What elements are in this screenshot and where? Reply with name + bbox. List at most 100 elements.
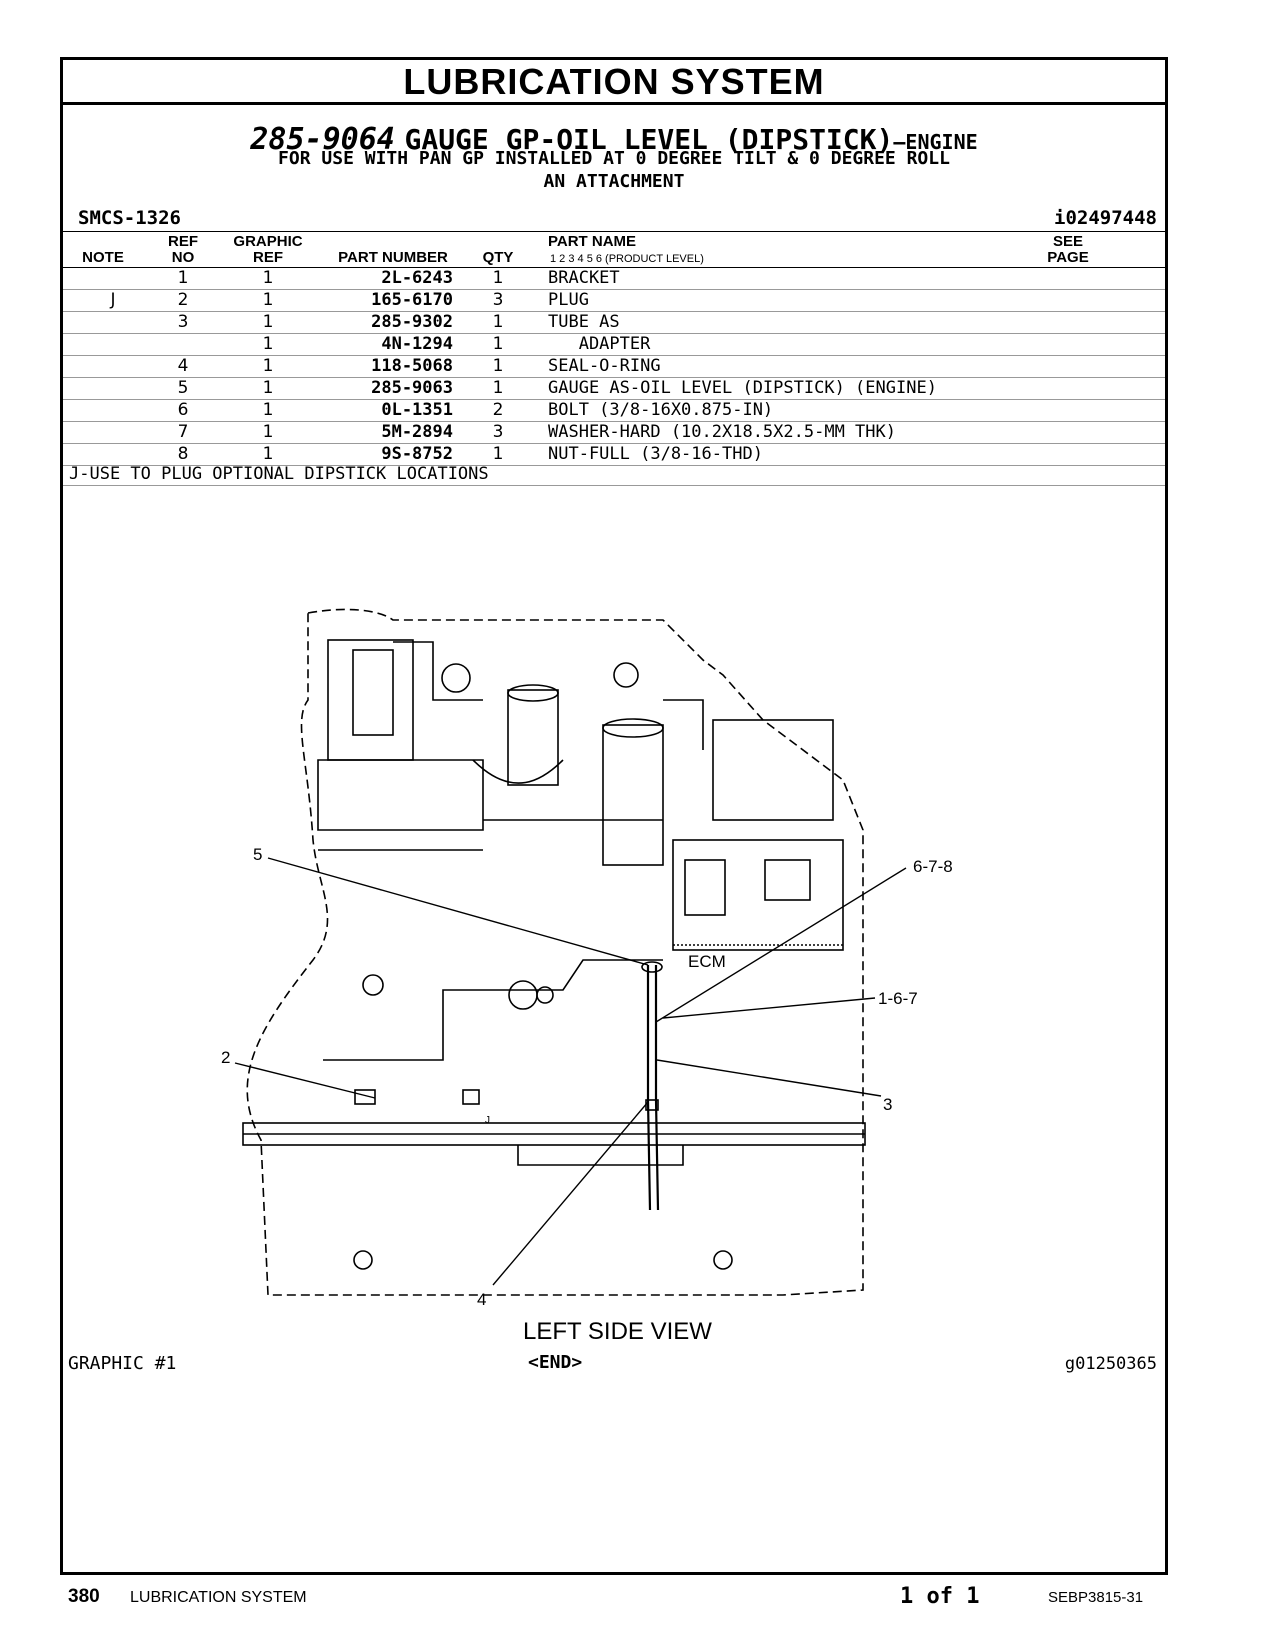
smcs-code: SMCS-1326 <box>78 207 181 229</box>
leader-3 <box>656 1059 882 1097</box>
ref-cell: 6 <box>177 400 189 420</box>
callout-1-6-7: 1-6-7 <box>878 989 918 1008</box>
table-row: 1 4N-1294 1 ADAPTER <box>63 334 1165 356</box>
qty-cell: 3 <box>492 290 504 310</box>
part-name-cell: TUBE AS <box>548 312 620 332</box>
header-rule <box>63 267 1165 268</box>
group-suffix: —ENGINE <box>893 130 978 154</box>
part-name-cell: NUT-FULL (3/8-16-THD) <box>548 444 763 464</box>
qty-cell: 1 <box>492 334 504 354</box>
part-name-cell: BOLT (3/8-16X0.875-IN) <box>548 400 774 420</box>
callout-4: 4 <box>477 1290 486 1309</box>
ref-cell: 1 <box>177 268 189 288</box>
leader-678 <box>655 867 907 1023</box>
col-note: NOTE <box>82 249 124 266</box>
callout-ecm: ECM <box>688 952 726 971</box>
part-number-cell: 165-6170 <box>371 290 453 310</box>
callout-j: J <box>485 1115 490 1126</box>
part-name-cell: ADAPTER <box>548 334 651 354</box>
ref-cell: 2 <box>177 290 189 310</box>
qty-cell: 1 <box>492 312 504 332</box>
document-frame: LUBRICATION SYSTEM 285-9064 GAUGE GP-OIL… <box>60 57 1168 1575</box>
graphic-id: g01250365 <box>1064 1354 1157 1374</box>
graphic-ref-cell: 1 <box>262 334 274 354</box>
part-number-cell: 9S-8752 <box>381 444 453 464</box>
footer-section: LUBRICATION SYSTEM <box>130 1589 307 1606</box>
graphic-ref-cell: 1 <box>262 400 274 420</box>
graphic-ref-cell: 1 <box>262 422 274 442</box>
table-row: 6 1 0L-1351 2 BOLT (3/8-16X0.875-IN) <box>63 400 1165 422</box>
graphic-ref-cell: 1 <box>262 378 274 398</box>
part-number-cell: 0L-1351 <box>381 400 453 420</box>
part-name-cell: SEAL-O-RING <box>548 356 661 376</box>
group-part-number: 285-9064 <box>250 122 395 157</box>
product-levels: 1 2 3 4 5 6 (PRODUCT LEVEL) <box>550 253 704 265</box>
table-row: 1 1 2L-6243 1 BRACKET <box>63 268 1165 290</box>
qty-cell: 1 <box>492 268 504 288</box>
graphic-ref-cell: 1 <box>262 444 274 464</box>
callout-2: 2 <box>221 1048 230 1067</box>
section-title: LUBRICATION SYSTEM <box>63 60 1165 105</box>
qty-cell: 2 <box>492 400 504 420</box>
graphic-ref-cell: 1 <box>262 356 274 376</box>
part-name-cell: GAUGE AS-OIL LEVEL (DIPSTICK) (ENGINE) <box>548 378 937 398</box>
callout-5: 5 <box>253 845 262 864</box>
view-label: LEFT SIDE VIEW <box>523 1318 712 1345</box>
footnote-rule <box>63 485 1165 486</box>
qty-cell: 3 <box>492 422 504 442</box>
leader-5 <box>267 857 649 966</box>
col-part-name: PART NAME <box>548 233 637 250</box>
footnote: J-USE TO PLUG OPTIONAL DIPSTICK LOCATION… <box>69 464 489 484</box>
footer-page-number: 380 <box>68 1586 100 1607</box>
group-title: 285-9064 GAUGE GP-OIL LEVEL (DIPSTICK)—E… <box>63 122 1165 157</box>
table-row: 8 1 9S-8752 1 NUT-FULL (3/8-16-THD) <box>63 444 1165 466</box>
attachment-note: AN ATTACHMENT <box>543 171 685 192</box>
ref-cell: 3 <box>177 312 189 332</box>
document-id: i02497448 <box>1054 207 1157 229</box>
ref-cell: 4 <box>177 356 189 376</box>
col-part-number: PART NUMBER <box>338 249 448 266</box>
end-marker: <END> <box>528 1352 583 1373</box>
engine-outline <box>246 608 864 1296</box>
part-number-cell: 5M-2894 <box>381 422 453 442</box>
part-name-cell: WASHER-HARD (10.2X18.5X2.5-MM THK) <box>548 422 896 442</box>
part-number-cell: 285-9302 <box>371 312 453 332</box>
footer-doc-number: SEBP3815-31 <box>1048 1589 1144 1606</box>
part-number-cell: 4N-1294 <box>381 334 453 354</box>
footer-page-count: 1 of 1 <box>900 1584 980 1609</box>
table-row: 4 1 118-5068 1 SEAL-O-RING <box>63 356 1165 378</box>
table-row: 3 1 285-9302 1 TUBE AS <box>63 312 1165 334</box>
leader-167 <box>662 997 876 1019</box>
table-top-rule <box>63 231 1165 232</box>
engine-illustration: 5 6-7-8 ECM 1-6-7 2 3 4 J <box>221 608 953 1309</box>
part-number-cell: 118-5068 <box>371 356 453 376</box>
leader-2 <box>234 1062 376 1099</box>
table-row: 5 1 285-9063 1 GAUGE AS-OIL LEVEL (DIPSTICK)… <box>63 378 1165 400</box>
graphic-ref-cell: 1 <box>262 290 274 310</box>
table-row: 7 1 5M-2894 3 WASHER-HARD (10.2X18.5X2.5-MM … <box>63 422 1165 444</box>
ref-cell: 7 <box>177 422 189 442</box>
qty-cell: 1 <box>492 378 504 398</box>
part-name-cell: BRACKET <box>548 268 620 288</box>
group-part-name: GAUGE GP-OIL LEVEL (DIPSTICK) <box>404 123 894 156</box>
graphic-label: GRAPHIC #1 <box>68 1353 177 1374</box>
qty-cell: 1 <box>492 444 504 464</box>
callout-3: 3 <box>883 1095 892 1114</box>
note-cell: J <box>110 290 116 310</box>
part-number-cell: 285-9063 <box>371 378 453 398</box>
part-number-cell: 2L-6243 <box>381 268 453 288</box>
qty-cell: 1 <box>492 356 504 376</box>
graphic-ref-cell: 1 <box>262 268 274 288</box>
ref-cell: 8 <box>177 444 189 464</box>
usage-note: FOR USE WITH PAN GP INSTALLED AT 0 DEGRE… <box>278 148 950 169</box>
callout-6-7-8: 6-7-8 <box>913 857 953 876</box>
table-row: J 2 1 165-6170 3 PLUG <box>63 290 1165 312</box>
part-name-cell: PLUG <box>548 290 589 310</box>
col-qty: QTY <box>482 249 514 266</box>
graphic-ref-cell: 1 <box>262 312 274 332</box>
ref-cell: 5 <box>177 378 189 398</box>
leader-4 <box>492 1101 649 1286</box>
